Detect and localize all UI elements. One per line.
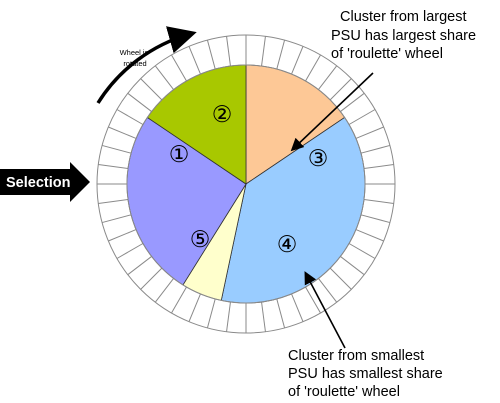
wheel-tick	[127, 256, 152, 276]
wheel-tick	[348, 109, 376, 125]
wheel-tick	[291, 293, 304, 322]
wheel-tick	[226, 301, 231, 332]
wheel-tick	[318, 65, 338, 90]
wheel-tick	[206, 298, 216, 329]
wheel-tick	[140, 267, 163, 290]
wheel-tick	[329, 78, 352, 101]
wheel-tick	[116, 243, 144, 259]
smallest-share-note: Cluster from smallest PSU has smallest s…	[288, 348, 447, 400]
wheel-tick	[154, 278, 174, 303]
rotation-note: Wheel is rotated	[120, 48, 151, 68]
wheel-tick	[340, 256, 365, 276]
segment-label-5: ⑤	[190, 226, 211, 252]
wheel-tick	[188, 293, 201, 322]
wheel-tick	[226, 36, 231, 67]
wheel-tick	[318, 278, 338, 303]
wheel-tick	[360, 144, 391, 154]
wheel-tick	[363, 164, 394, 169]
segment-label-3: ③	[308, 145, 329, 171]
wheel-tick	[206, 39, 216, 70]
selection-label: Selection	[6, 175, 70, 191]
wheel-tick	[355, 229, 384, 242]
wheel-tick	[116, 109, 144, 125]
segment-label-2: ②	[212, 101, 233, 127]
largest-share-arrow	[290, 72, 374, 152]
wheel-tick	[171, 54, 187, 82]
wheel-tick	[127, 92, 152, 112]
wheel-tick	[305, 54, 321, 82]
wheel-tick	[261, 301, 266, 332]
wheel-segments	[126, 64, 366, 304]
wheel-tick	[348, 243, 376, 259]
wheel-tick	[108, 229, 137, 242]
wheel-tick	[276, 39, 286, 70]
smallest-share-arrow	[304, 271, 346, 349]
segment-label-4: ④	[277, 231, 298, 257]
wheel-tick	[101, 144, 132, 154]
segment-label-1: ①	[169, 141, 190, 167]
rotation-arrow	[96, 26, 197, 104]
wheel-tick	[363, 199, 394, 204]
wheel-tick	[340, 92, 365, 112]
wheel-tick	[98, 164, 129, 169]
largest-share-note: Cluster from largest PSU has largest sha…	[331, 9, 480, 62]
wheel-tick	[154, 65, 174, 90]
wheel-tick	[360, 214, 391, 224]
wheel-tick	[305, 286, 321, 314]
wheel-tick	[101, 214, 132, 224]
wheel-tick	[98, 199, 129, 204]
selection-pointer	[0, 162, 90, 202]
wheel-tick-marks	[97, 35, 395, 333]
wheel-tick	[108, 126, 137, 139]
wheel-tick	[355, 126, 384, 139]
wheel-inner-rim	[126, 64, 366, 304]
wheel-tick	[261, 36, 266, 67]
wheel-tick	[171, 286, 187, 314]
wheel-tick	[291, 46, 304, 75]
wheel-tick	[329, 267, 352, 290]
wheel-tick	[276, 298, 286, 329]
wheel-tick	[140, 78, 163, 101]
